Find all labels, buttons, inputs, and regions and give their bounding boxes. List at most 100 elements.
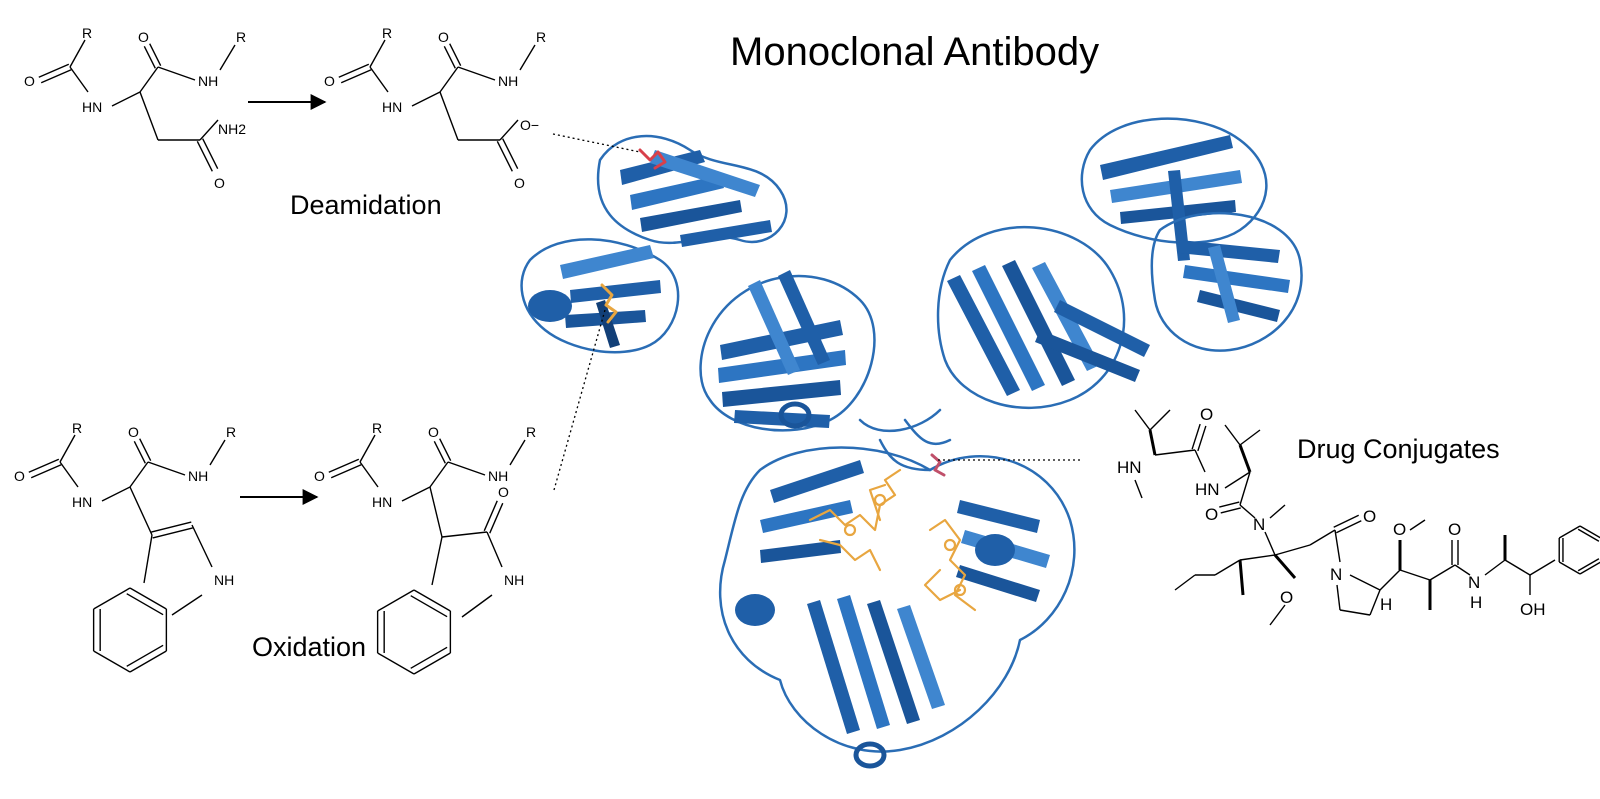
oxygen-atom-label: O xyxy=(514,175,525,191)
fc-region xyxy=(718,446,1076,769)
phenyl-ring-bond xyxy=(1577,528,1600,542)
bond xyxy=(157,66,196,81)
bond xyxy=(1194,449,1206,473)
carbonyl-double-bond xyxy=(143,46,156,69)
bond xyxy=(1239,504,1256,519)
carbonyl-double-bond xyxy=(38,63,70,78)
carbonyl-double-bond xyxy=(139,438,152,461)
carbonyl-double-bond xyxy=(30,464,62,479)
bond xyxy=(1369,589,1381,616)
side-chain-bond xyxy=(499,119,519,141)
phenyl-ring-bond xyxy=(1558,525,1581,539)
hydroxyl-label: OH xyxy=(1520,600,1546,619)
side-chain-bond xyxy=(129,486,153,536)
oxygen-atom-label: O xyxy=(1448,520,1461,539)
oxygen-atom-label: O xyxy=(1280,588,1293,607)
oxygen-atom-label: O xyxy=(128,424,139,440)
oxidation-label: Oxidation xyxy=(252,632,367,662)
fab-right-middle-domain xyxy=(936,225,1150,409)
oxygen-atom-label: O xyxy=(1393,520,1406,539)
phenyl-ring-bond xyxy=(1577,558,1600,572)
r-group-label: R xyxy=(82,25,92,41)
bond xyxy=(1454,564,1471,576)
bond xyxy=(1239,429,1261,446)
benzene-ring-bond xyxy=(126,644,164,667)
oxindole-bond xyxy=(486,531,503,568)
oxindole-bond xyxy=(461,594,493,618)
chemical-structures xyxy=(28,39,1600,675)
bond xyxy=(1349,574,1381,591)
oxidation-leader-line xyxy=(553,309,606,491)
amide-label: NH xyxy=(188,468,208,484)
amide-label: NH xyxy=(198,73,218,89)
nitrogen-label: N xyxy=(1253,515,1265,534)
carbonyl-double-bond xyxy=(439,438,452,461)
benzene-ring-bond xyxy=(129,587,167,610)
r-group-label: R xyxy=(382,25,392,41)
bond xyxy=(429,461,449,488)
amine-label: HN xyxy=(82,99,102,115)
deamidation-leader-line xyxy=(552,133,641,153)
r-group-label: R xyxy=(372,420,382,436)
benzene-ring-bond xyxy=(377,652,415,675)
phenyl-ring-bond xyxy=(1579,561,1600,575)
r-group-label: R xyxy=(226,424,236,440)
carbonyl-double-bond xyxy=(330,464,362,479)
bond xyxy=(1224,471,1251,489)
carbonyl-double-bond xyxy=(496,141,513,172)
indole-double-bond xyxy=(151,521,192,533)
oxygen-atom-label: O xyxy=(438,29,449,45)
bond xyxy=(1238,559,1245,596)
bond xyxy=(369,39,386,68)
bond xyxy=(69,39,86,68)
bond xyxy=(1339,609,1371,616)
oxygen-atom-label: O xyxy=(138,29,149,45)
benzene-ring-bond xyxy=(129,650,167,673)
bond xyxy=(1239,554,1276,561)
glycan-ligands xyxy=(808,468,977,612)
bond xyxy=(411,91,441,107)
carbonyl-double-bond xyxy=(502,138,519,169)
carbonyl-double-bond xyxy=(433,441,446,464)
bond xyxy=(457,66,496,81)
bond xyxy=(1504,559,1531,576)
carbonyl-double-bond xyxy=(40,69,72,84)
bond xyxy=(359,434,376,463)
bond xyxy=(1309,529,1336,546)
bond xyxy=(519,44,536,71)
bond xyxy=(59,434,76,463)
bond xyxy=(1224,424,1241,446)
hydrogen-label: H xyxy=(1380,595,1392,614)
bond xyxy=(1134,409,1151,431)
deamidation-label: Deamidation xyxy=(290,190,442,220)
hinge-region xyxy=(858,408,952,472)
oxygen-atom-label: O xyxy=(1205,505,1218,524)
bond xyxy=(1154,449,1196,456)
conjugation-site-residue xyxy=(930,453,946,477)
bond xyxy=(1238,444,1252,473)
chemical-atom-labels: ORHNONHRNH2OORHNONHRO−OORHNONHRNHORHNONH… xyxy=(14,25,1546,619)
oxidation-site-residue xyxy=(600,283,618,324)
lactam-nh-label: NH xyxy=(504,572,524,588)
bond xyxy=(1148,429,1157,456)
bond xyxy=(1409,519,1426,531)
carbonyl-double-bond xyxy=(328,458,360,473)
benzene-ring-bond xyxy=(413,652,451,675)
oxygen-atom-label: O xyxy=(498,484,509,500)
r-group-label: R xyxy=(526,424,536,440)
carbonyl-double-bond xyxy=(443,46,456,69)
carbonyl-double-bond xyxy=(449,43,462,66)
bond xyxy=(147,461,186,476)
deamidation-site-residue xyxy=(638,148,667,170)
nitrogen-label: N xyxy=(1330,565,1342,584)
carbonyl-double-bond xyxy=(1191,423,1201,450)
carbonyl-double-bond xyxy=(1333,514,1360,528)
bond xyxy=(101,486,131,502)
carbonyl-double-bond xyxy=(489,502,504,534)
indole-bond xyxy=(143,534,153,584)
bond xyxy=(139,66,159,93)
bond xyxy=(69,66,89,93)
r-group-label: R xyxy=(236,29,246,45)
side-chain-bond xyxy=(139,91,159,141)
